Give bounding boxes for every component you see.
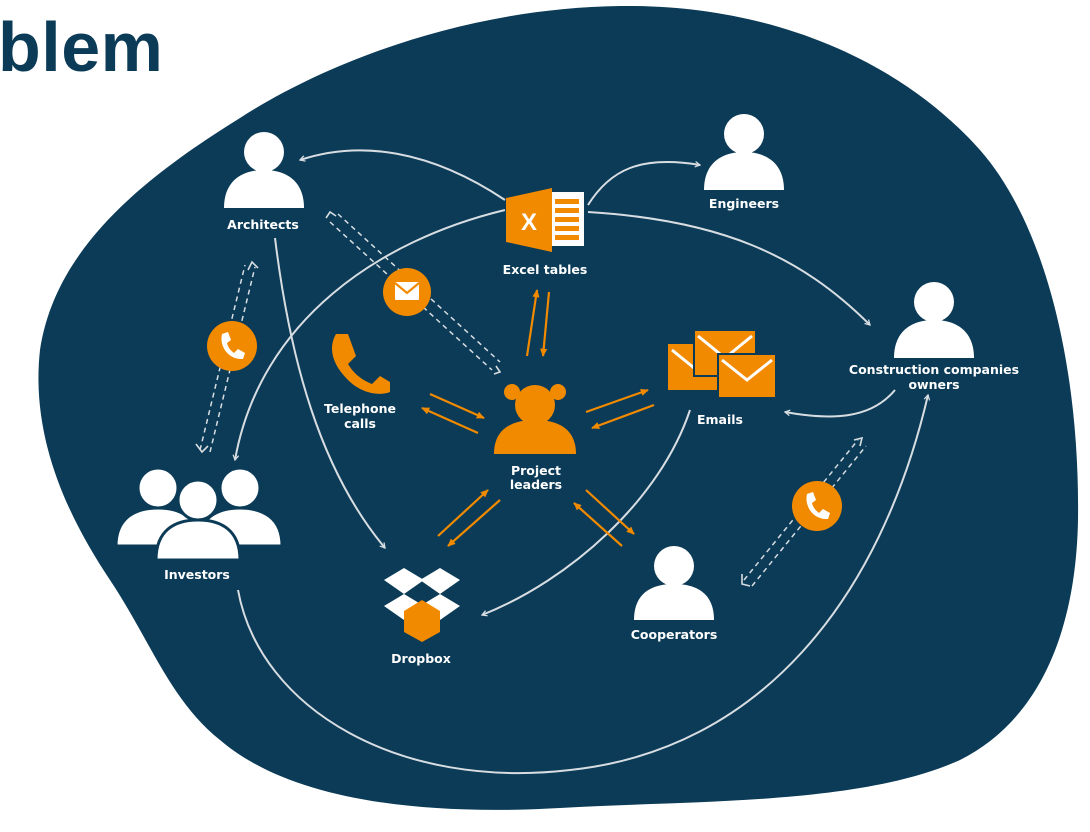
- line-excel-architects: [298, 149, 506, 201]
- group-icon: [114, 466, 284, 562]
- line-investors-construction: [237, 393, 931, 775]
- dropbox-icon: [384, 568, 460, 642]
- line-excel-construction: [587, 211, 871, 326]
- construction-node: Construction companies owners: [849, 282, 1019, 392]
- phone-node: Telephone calls: [324, 334, 396, 431]
- arrow-pl-excel-up: [525, 289, 540, 357]
- excel-icon: X: [506, 188, 584, 252]
- dropbox-node: Dropbox: [384, 568, 460, 666]
- construction-label-line2: owners: [908, 377, 959, 392]
- arrow-emails-pl: [591, 403, 655, 430]
- excel-node: X Excel tables: [503, 188, 588, 277]
- arrow-phone-pl: [429, 392, 485, 420]
- dashed-investors-architects-a: [199, 264, 246, 451]
- arrow-cooperators-pl: [573, 502, 623, 547]
- arrow-excel-pl-down: [540, 291, 551, 357]
- arrow-pl-cooperators: [585, 489, 635, 535]
- phone-badge-icon: [792, 481, 842, 531]
- architects-label: Architects: [227, 217, 299, 232]
- line-architects-dropbox: [274, 237, 386, 549]
- person-icon: [224, 132, 304, 208]
- construction-label-line1: Construction companies: [849, 362, 1019, 377]
- phone-badge-icon: [207, 321, 257, 371]
- investors-label: Investors: [164, 567, 230, 582]
- emails-node: Emails: [668, 329, 777, 427]
- person-icon: [894, 282, 974, 358]
- person-icon: [634, 546, 714, 620]
- mail-badge-icon: [383, 268, 431, 316]
- engineers-label: Engineers: [709, 196, 779, 211]
- investors-node: Investors: [114, 466, 284, 582]
- flow-lines: [232, 149, 931, 775]
- person-icon: [704, 114, 784, 190]
- cooperators-label: Cooperators: [631, 627, 718, 642]
- dashed-investors-architects-b: [209, 266, 256, 453]
- excel-label: Excel tables: [503, 262, 588, 277]
- project-leaders-node: Project leaders: [494, 384, 576, 492]
- person-pigtails-icon: [494, 384, 576, 454]
- phone-label-line1: Telephone: [324, 401, 396, 416]
- architects-node: Architects: [224, 132, 304, 232]
- arrow-pl-dropbox: [447, 499, 501, 547]
- arrow-pl-emails: [585, 388, 649, 414]
- phone-label-line2: calls: [344, 416, 376, 431]
- arrow-dropbox-pl: [437, 489, 489, 537]
- line-excel-engineers: [587, 160, 702, 206]
- background-blob: [38, 5, 1079, 810]
- envelopes-icon: [668, 329, 777, 399]
- arrow-pl-phone: [421, 406, 479, 435]
- engineers-node: Engineers: [704, 114, 784, 211]
- line-construction-emails: [783, 389, 896, 418]
- project-leaders-label-line1: Project: [511, 463, 561, 478]
- page-title: blem: [0, 8, 164, 86]
- dropbox-label: Dropbox: [391, 651, 451, 666]
- svg-text:X: X: [521, 209, 537, 236]
- project-leaders-label-line2: leaders: [510, 477, 562, 492]
- line-excel-investors: [232, 209, 506, 462]
- orange-arrows: [421, 289, 655, 547]
- cooperators-node: Cooperators: [631, 546, 718, 642]
- emails-label: Emails: [697, 412, 743, 427]
- phone-icon: [332, 334, 390, 394]
